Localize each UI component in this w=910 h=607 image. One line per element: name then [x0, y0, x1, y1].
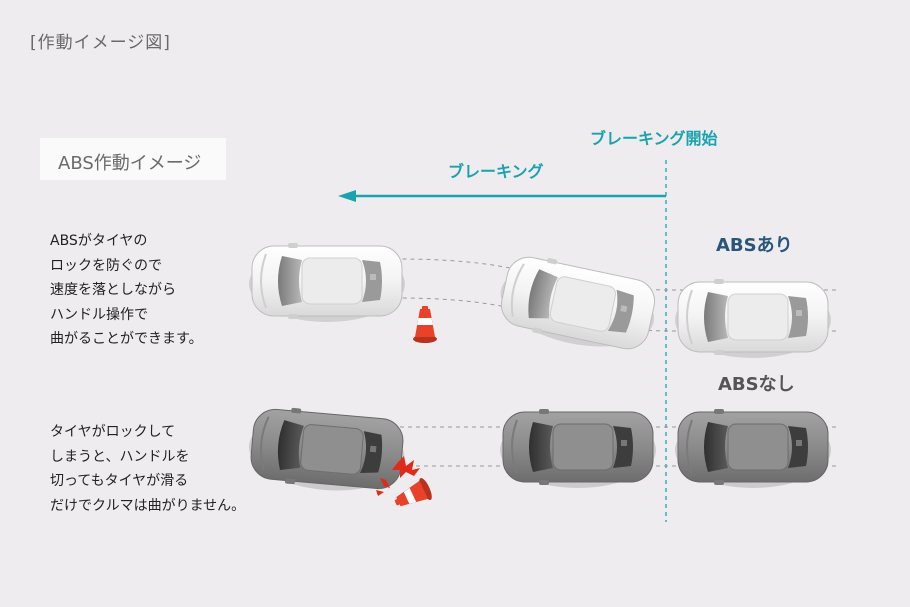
- braking-start-label: ブレーキング開始: [590, 129, 718, 148]
- description-line: ロックを防ぐので: [50, 257, 162, 274]
- car-icon: [492, 248, 664, 361]
- description-line: タイヤがロックして: [50, 424, 176, 440]
- description-line: 曲がることができます。: [50, 331, 203, 347]
- description-line: ハンドル操作で: [50, 306, 148, 323]
- car-icon: [674, 408, 832, 489]
- impact-burst-icon: [376, 456, 420, 496]
- page-title: [作動イメージ図]: [30, 33, 171, 53]
- car-icon: [499, 408, 657, 489]
- abs-without-label: ABSなし: [718, 374, 795, 395]
- description-line: 速度を落としながら: [50, 282, 176, 298]
- car-icon: [674, 278, 832, 359]
- description-abs: ABSがタイヤの ロックを防ぐので 速度を落としながら ハンドル操作で 曲がるこ…: [50, 229, 203, 352]
- traffic-cone-icon: [390, 476, 435, 514]
- description-line: だけでクルマは曲がりません。: [50, 497, 246, 514]
- description-line: 切ってもタイヤが滑る: [50, 473, 189, 489]
- traffic-cone-icon: [413, 306, 437, 343]
- description-line: ABSがタイヤの: [50, 233, 148, 249]
- braking-label: ブレーキング: [448, 162, 544, 181]
- abs-with-label: ABSあり: [716, 235, 793, 256]
- arrow-left-icon: [338, 190, 666, 202]
- car-icon: [248, 242, 406, 323]
- description-no-abs: タイヤがロックして しまうと、ハンドルを 切ってもタイヤが滑る だけでクルマは曲…: [50, 420, 245, 518]
- abs-label-text: ABS作動イメージ: [58, 153, 202, 174]
- description-line: しまうと、ハンドルを: [50, 448, 190, 465]
- abs-label-box: [40, 138, 226, 180]
